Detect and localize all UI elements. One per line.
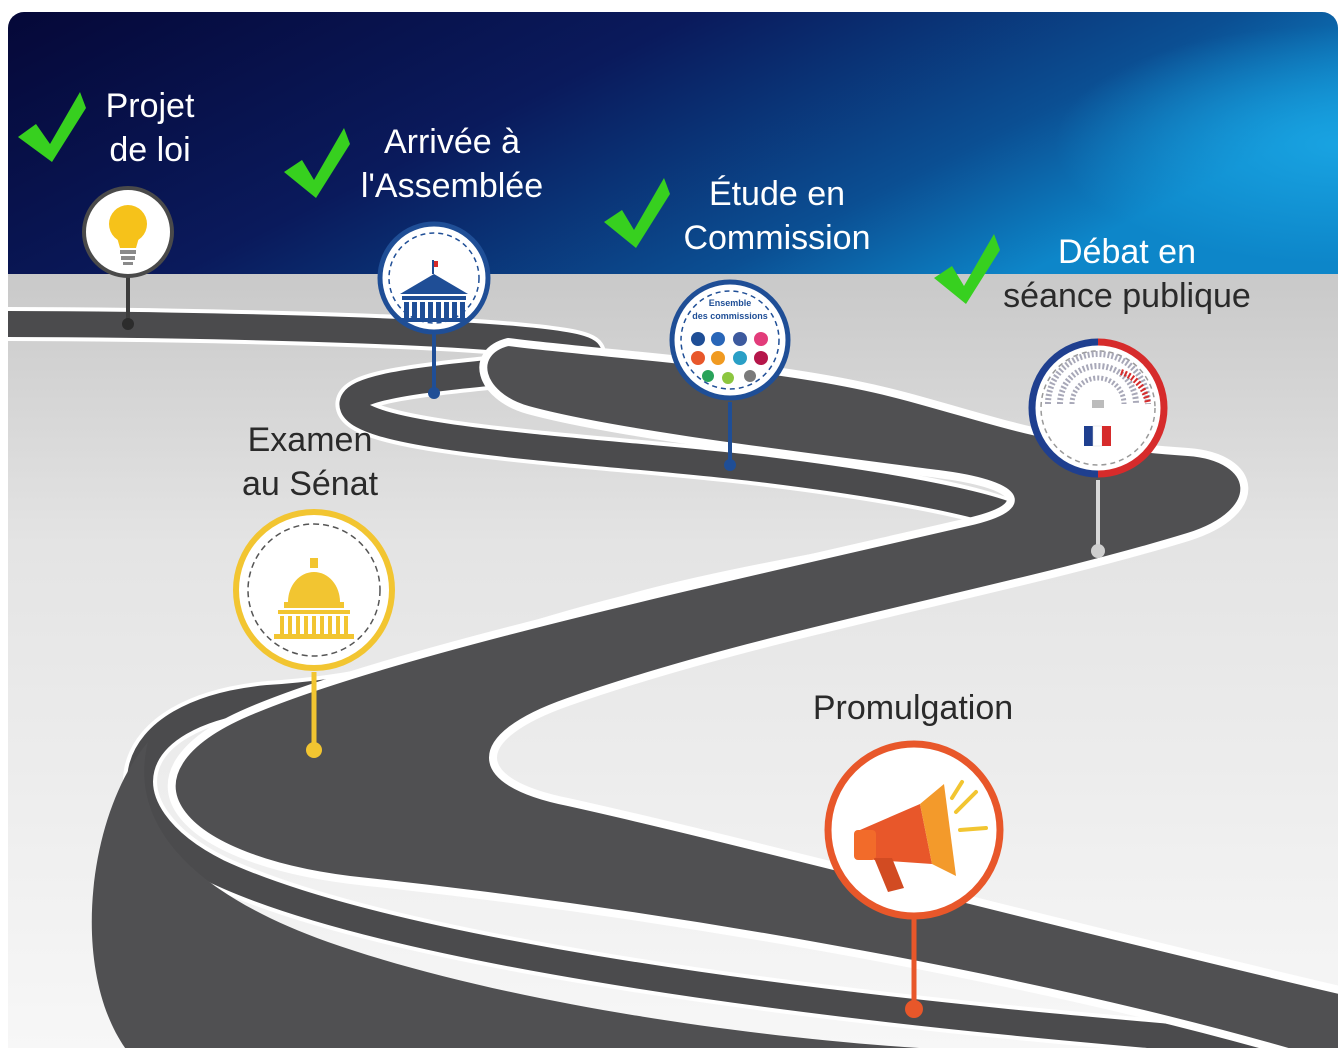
check-icon-commission [604,178,670,248]
step-label-commission-line-2: Commission [683,219,871,257]
check-icon-projet [18,92,86,162]
step-label-assemblee: Arrivée à l'Assemblée [344,120,560,208]
step-label-senat: Examen au Sénat [228,418,392,506]
check-icon-assemblee [284,128,350,198]
hemicycle-ring-blue [1028,338,1099,478]
step-label-commission-line-1: Étude en [708,175,846,213]
pin-promulgation [824,740,1004,1018]
step-label-debat-line-1: Débat en [1058,233,1196,271]
hemicycle-ring-red [1097,338,1168,478]
road-band-lower [91,742,920,1048]
pin-commission: Ensemble des commissions [669,279,791,471]
step-label-debat-line-2: séance publique [1003,277,1251,315]
sky-glow [708,12,1338,277]
commission-badge-line-2: des commissions [692,311,768,321]
step-label-senat-line-2: au Sénat [241,465,379,503]
step-label-commission: Étude en Commission [672,172,882,260]
pin-assemblee [377,221,491,399]
senat-dome-icon [274,558,354,639]
step-label-projet: Projet de loi [96,84,204,172]
step-label-assemblee-line-1: Arrivée à [383,123,521,161]
step-label-projet-line-1: Projet [105,87,195,125]
step-label-debat: Débat en séance publique [986,230,1268,318]
step-label-promulgation: Promulgation [798,686,1028,730]
megaphone-icon [854,780,988,892]
roadmap-scene: Ensemble des commissions [8,12,1338,1048]
road-band-upper [167,338,1338,1048]
step-label-promulgation-line-1: Promulgation [812,689,1014,727]
check-icon-debat [934,234,1000,304]
step-label-senat-line-1: Examen [247,421,373,459]
pin-debat [1028,338,1168,558]
check-icons [18,92,1000,304]
roadmap-diagram: Ensemble des commissions [8,12,1338,1048]
road [8,307,1338,1048]
lightbulb-icon [109,205,147,265]
step-label-assemblee-line-2: l'Assemblée [360,167,544,205]
step-label-projet-line-2: de loi [109,131,191,169]
commissions-dots-icon [691,332,768,384]
pin-projet [82,186,174,330]
commission-badge-line-1: Ensemble [709,298,752,308]
assemblee-building-icon [400,260,468,322]
hemicycle-flag-icon [1045,351,1151,447]
pin-senat [233,509,395,758]
